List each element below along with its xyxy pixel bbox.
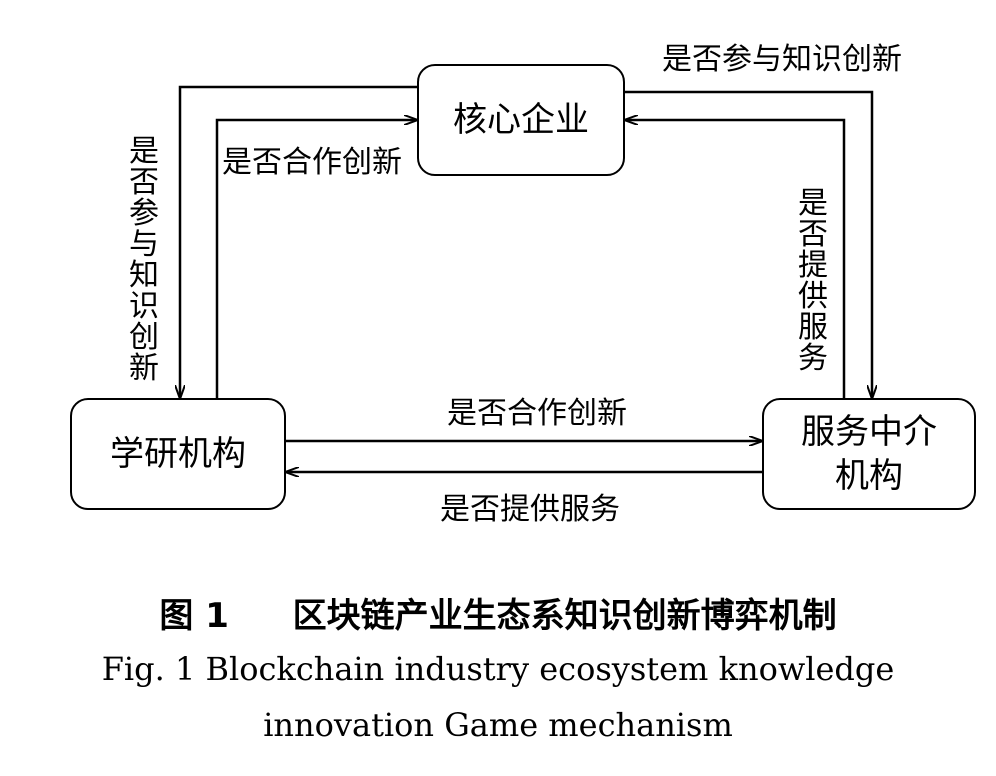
edge-core-to-research xyxy=(180,85,417,398)
figure-caption-en-line2: innovation Game mechanism xyxy=(263,706,733,744)
figure-caption-cn-title: 区块链产业生态系知识创新博弈机制 xyxy=(292,596,837,636)
edge-core-to-service xyxy=(625,90,872,398)
figure-caption-cn: 图 1 区块链产业生态系知识创新博弈机制 xyxy=(0,588,996,637)
label-research-to-core-cooperate: 是否合作创新 xyxy=(222,145,402,180)
edge-service-to-core xyxy=(625,120,846,398)
label-service-to-research-provide: 是否提供服务 xyxy=(440,492,620,527)
node-research-institution-label: 学研机构 xyxy=(110,434,246,474)
label-service-to-core-participate: 是否参与知识创新 xyxy=(662,42,902,77)
figure-caption-cn-label: 图 1 xyxy=(159,596,229,636)
label-research-to-service-cooperate: 是否合作创新 xyxy=(447,396,627,431)
node-service-intermediary: 服务中介机构 xyxy=(762,398,976,510)
node-service-intermediary-label: 服务中介机构 xyxy=(801,412,937,496)
label-service-to-core-provide: 是否提供服务 xyxy=(798,186,828,376)
label-research-to-core-participate: 是否参与知识创新 xyxy=(129,134,159,386)
node-research-institution: 学研机构 xyxy=(70,398,286,510)
node-core-enterprise-label: 核心企业 xyxy=(453,100,589,140)
figure-caption-en-line1: Fig. 1 Blockchain industry ecosystem kno… xyxy=(101,650,895,688)
edge-research-to-core xyxy=(215,120,417,398)
node-core-enterprise: 核心企业 xyxy=(417,64,625,176)
